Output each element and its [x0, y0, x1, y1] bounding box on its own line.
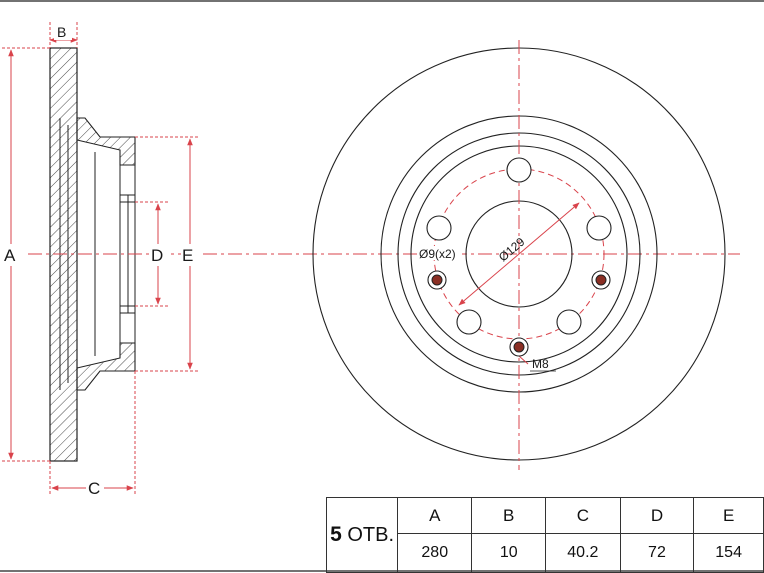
side-dimensions [2, 22, 740, 495]
dim-label-e: E [182, 246, 193, 265]
bolt-hole-top [506, 157, 532, 183]
dim-label-a: A [4, 246, 16, 265]
locating-hole-right [595, 274, 607, 286]
table-header-b: B [471, 496, 547, 535]
bolt-holes [426, 157, 612, 335]
dim-label-b: B [57, 24, 66, 40]
hole-diameter-label: Ø9(x2) [419, 247, 456, 261]
table-header-c: C [545, 496, 621, 535]
table-value-b: 10 [471, 533, 547, 573]
table-header-d: D [619, 496, 695, 535]
bolt-hole-upper-left [426, 215, 452, 241]
locating-holes [427, 270, 611, 357]
table-value-e: 154 [693, 533, 764, 573]
bolt-hole-upper-right [586, 215, 612, 241]
thread-label: M8 [532, 357, 549, 371]
table-value-c: 40.2 [545, 533, 621, 573]
locating-hole-left [431, 274, 443, 286]
bolt-hole-lower-right [556, 309, 582, 335]
table-header-e: E [693, 496, 764, 535]
dim-label-c: C [88, 479, 100, 498]
table-value-a: 280 [397, 533, 473, 573]
table-value-d: 72 [619, 533, 695, 573]
holes-unit: ОТВ. [347, 524, 395, 546]
hat-section-bottom [76, 342, 136, 391]
table-header-a: A [397, 496, 473, 535]
holes-count: 5 [330, 523, 342, 546]
holes-cell: 5 ОТВ. [325, 497, 399, 573]
hat-section-top [76, 117, 136, 166]
spec-table: 5 ОТВ. A B C D E 280 10 40.2 72 154 [325, 496, 764, 573]
bolt-hole-lower-left [456, 309, 482, 335]
threaded-hole [513, 341, 525, 353]
dim-label-d: D [151, 246, 163, 265]
